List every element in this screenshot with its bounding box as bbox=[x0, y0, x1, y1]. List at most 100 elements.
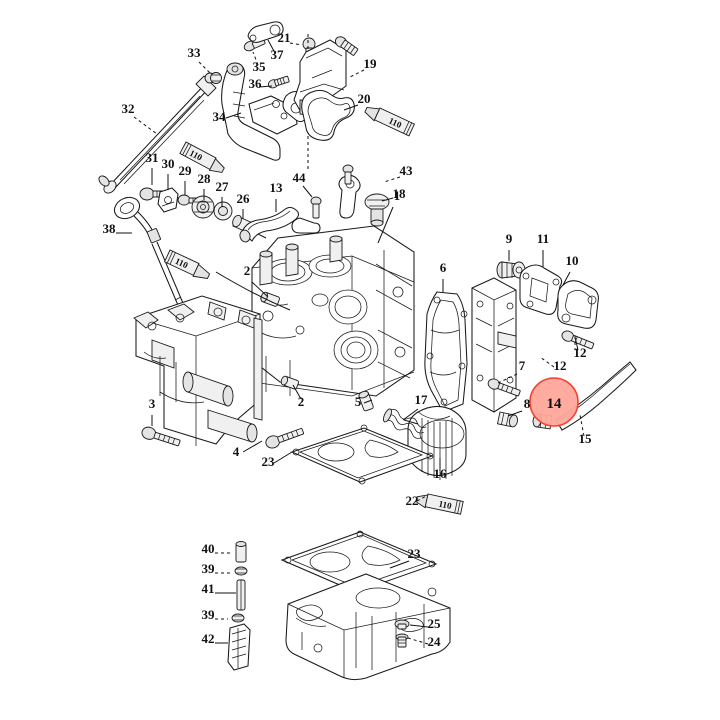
part-gasket-6 bbox=[424, 291, 468, 413]
callout-number: 4 bbox=[233, 444, 240, 459]
callout-38: 38 bbox=[103, 221, 132, 236]
callout-2: 2 bbox=[292, 384, 304, 409]
callout-16: 16 bbox=[434, 458, 448, 481]
callout-43: 43 bbox=[383, 163, 413, 183]
callout-number: 26 bbox=[237, 191, 251, 206]
callout-number: 34 bbox=[213, 109, 227, 124]
highlight-label-14: 14 bbox=[547, 396, 563, 412]
callout-23: 23 bbox=[262, 451, 293, 469]
callout-number: 39 bbox=[202, 607, 216, 622]
callout-number: 42 bbox=[202, 631, 215, 646]
callout-24: 24 bbox=[407, 634, 442, 649]
callout-leader bbox=[381, 197, 394, 202]
part-group-thermostat bbox=[496, 261, 599, 350]
callout-number: 29 bbox=[179, 163, 193, 178]
callout-37: 37 bbox=[267, 39, 284, 62]
callout-number: 2 bbox=[244, 263, 251, 278]
callout-number: 38 bbox=[103, 221, 117, 236]
callout-31: 31 bbox=[146, 150, 159, 185]
callout-number: 19 bbox=[364, 56, 378, 71]
callout-leader bbox=[389, 560, 410, 569]
callout-11: 11 bbox=[537, 231, 549, 267]
part-dowel-pins bbox=[260, 291, 374, 412]
callout-18: 18 bbox=[381, 186, 407, 202]
callout-41: 41 bbox=[202, 581, 236, 596]
callout-3: 3 bbox=[149, 396, 156, 426]
callout-number: 27 bbox=[216, 179, 230, 194]
callout-number: 17 bbox=[415, 392, 429, 407]
callout-17: 17 bbox=[402, 392, 429, 421]
part-mount-bracket bbox=[133, 295, 305, 449]
callout-12: 12 bbox=[574, 336, 587, 360]
part-oil-filler-cap-18 bbox=[364, 193, 390, 227]
callout-39: 39 bbox=[202, 607, 228, 622]
callout-number: 23 bbox=[262, 454, 276, 469]
callout-number: 12 bbox=[574, 345, 587, 360]
part-group-sealant-tubes: 110 110 110 110 bbox=[163, 106, 464, 515]
callout-layer: 1223456789101112121315161718192021222323… bbox=[103, 30, 593, 649]
callout-29: 29 bbox=[179, 163, 193, 195]
callout-25: 25 bbox=[409, 616, 441, 631]
part-group-linkage bbox=[98, 21, 317, 194]
callout-26: 26 bbox=[237, 191, 251, 219]
callout-40: 40 bbox=[202, 541, 233, 556]
callout-1: 1 bbox=[377, 188, 401, 244]
callout-39: 39 bbox=[202, 561, 233, 576]
callout-number: 36 bbox=[249, 76, 263, 91]
callout-36: 36 bbox=[249, 76, 273, 91]
callout-number: 7 bbox=[519, 358, 526, 373]
callout-32: 32 bbox=[122, 101, 158, 135]
callout-44: 44 bbox=[293, 170, 313, 198]
callout-number: 11 bbox=[537, 231, 549, 246]
callout-number: 35 bbox=[253, 59, 267, 74]
callout-number: 13 bbox=[270, 180, 284, 195]
callout-number: 20 bbox=[358, 91, 371, 106]
callout-leader bbox=[289, 42, 303, 46]
callout-number: 18 bbox=[393, 186, 407, 201]
callout-number: 32 bbox=[122, 101, 135, 116]
callout-5: 5 bbox=[355, 394, 373, 409]
callout-6: 6 bbox=[440, 260, 447, 292]
part-group-clips-43-44 bbox=[291, 164, 361, 234]
callout-number: 41 bbox=[202, 581, 215, 596]
callout-leader bbox=[242, 440, 263, 453]
callout-35: 35 bbox=[252, 51, 267, 74]
callout-number: 15 bbox=[579, 431, 593, 446]
callout-30: 30 bbox=[162, 156, 175, 190]
callout-leader bbox=[507, 410, 523, 417]
callout-leader bbox=[562, 271, 571, 286]
callout-number: 30 bbox=[162, 156, 175, 171]
callout-15: 15 bbox=[579, 414, 593, 446]
callout-number: 40 bbox=[202, 541, 215, 556]
part-cylinder-block-1 bbox=[251, 225, 415, 397]
callout-leader bbox=[409, 624, 429, 628]
callout-10: 10 bbox=[562, 253, 579, 286]
callout-34: 34 bbox=[213, 109, 242, 124]
callout-leader bbox=[273, 451, 293, 464]
callout-leader bbox=[574, 336, 579, 351]
callout-12: 12 bbox=[539, 356, 567, 373]
part-group-14-15: 14 bbox=[529, 361, 637, 431]
callout-number: 3 bbox=[149, 396, 156, 411]
callout-33: 33 bbox=[188, 45, 212, 75]
callout-leader bbox=[349, 69, 365, 78]
highlight-circle-14 bbox=[529, 377, 579, 427]
callout-28: 28 bbox=[198, 171, 212, 200]
callout-number: 12 bbox=[554, 358, 567, 373]
callout-leader bbox=[302, 185, 313, 198]
callout-9: 9 bbox=[506, 231, 513, 261]
callout-number: 1 bbox=[394, 188, 401, 203]
callout-number: 16 bbox=[434, 466, 448, 481]
part-hose-13 bbox=[239, 206, 300, 243]
callout-8: 8 bbox=[507, 396, 531, 417]
callout-number: 5 bbox=[355, 394, 362, 409]
callout-leader bbox=[252, 51, 259, 66]
callout-number: 28 bbox=[198, 171, 212, 186]
callout-21: 21 bbox=[278, 30, 303, 46]
part-exhaust-cover bbox=[471, 277, 521, 428]
callout-leader bbox=[402, 408, 419, 421]
callout-number: 9 bbox=[506, 231, 513, 246]
callout-number: 33 bbox=[188, 45, 202, 60]
callout-23: 23 bbox=[389, 546, 421, 569]
callout-number: 24 bbox=[428, 634, 442, 649]
